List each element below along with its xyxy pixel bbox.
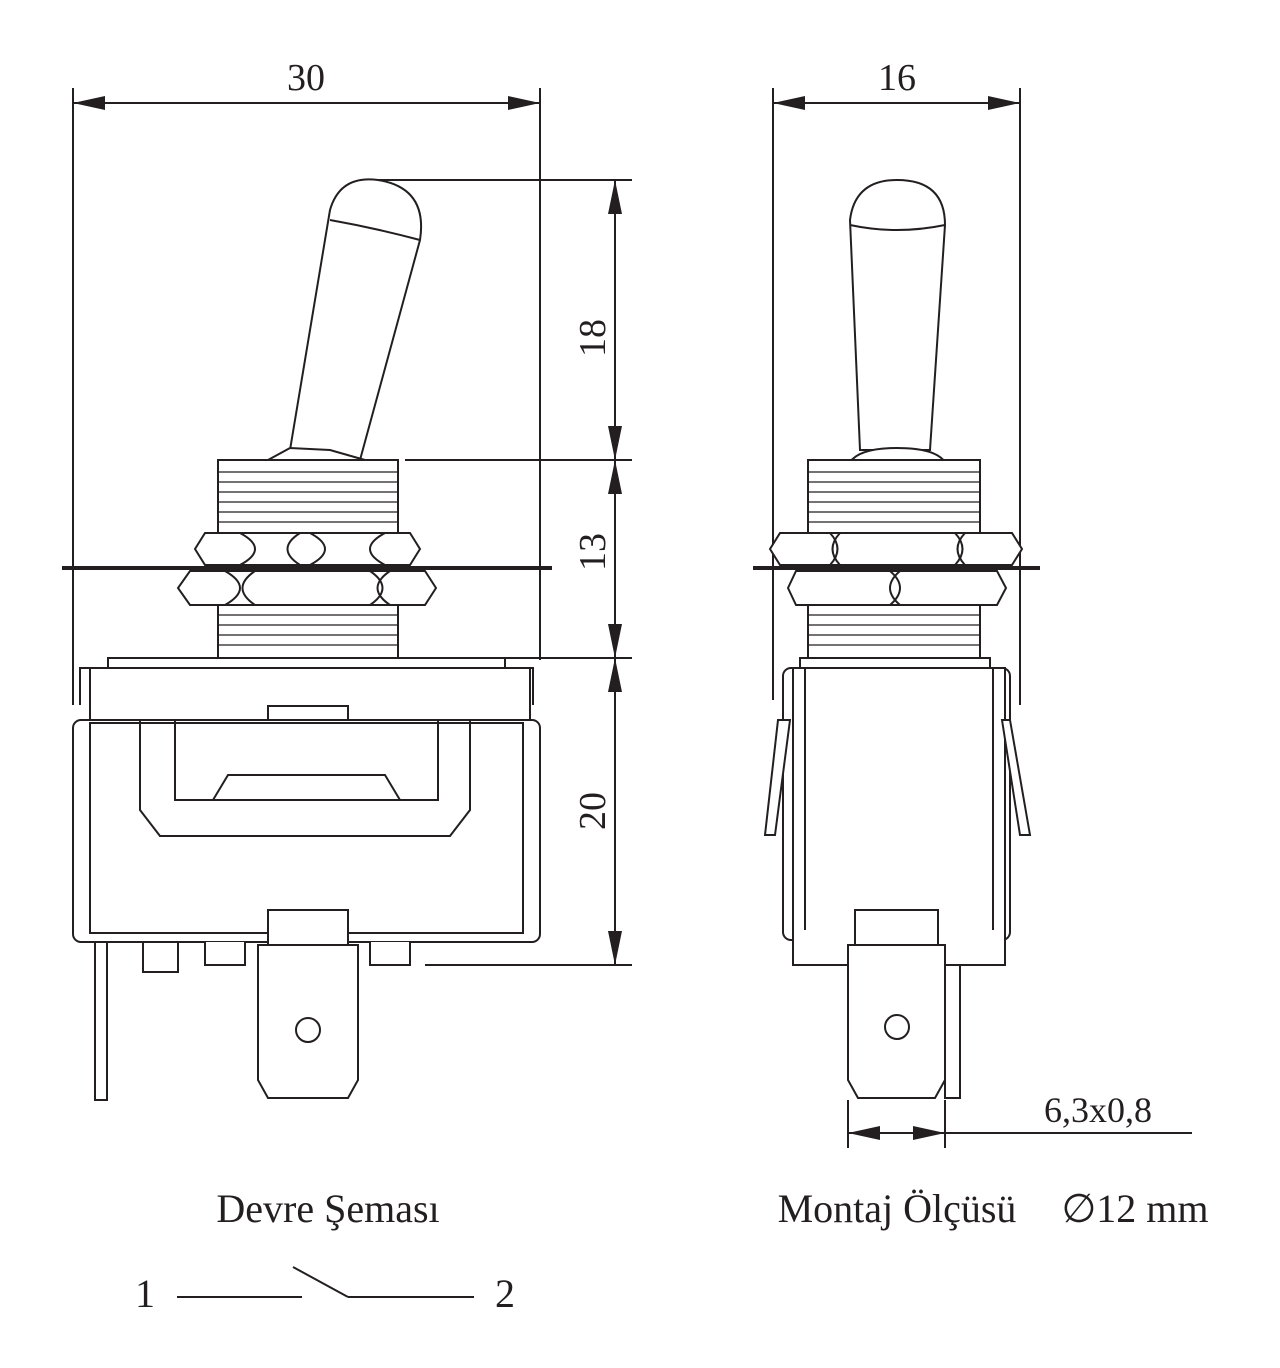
bushing-thread-upper-side (807, 459, 981, 536)
front-view: 30 18 13 20 Devre Şeması (62, 57, 632, 1231)
bushing-thread-upper (217, 459, 399, 536)
lever-dim-label: 18 (572, 319, 614, 357)
switch-body-front (72, 657, 541, 943)
width-dimension-16 (772, 88, 1021, 705)
width-dim-label: 30 (287, 57, 325, 99)
upper-nut-side (768, 532, 1024, 566)
terminal-1-label: 1 (135, 1271, 155, 1316)
width-dimension-30 (72, 88, 541, 705)
bushing-thread-lower (217, 604, 399, 659)
bushing-thread-lower-side (807, 604, 981, 659)
toggle-lever-side (848, 178, 947, 463)
mounting-diameter: ∅12 mm (1061, 1186, 1208, 1231)
terminal-2-label: 2 (495, 1271, 515, 1316)
upper-nut (193, 532, 422, 566)
body-dim-label: 20 (572, 792, 614, 830)
toggle-lever (267, 178, 423, 462)
side-width-dim-label: 16 (878, 57, 916, 99)
terminals-side (847, 909, 961, 1099)
circuit-schematic: 1 2 (135, 1266, 515, 1316)
mounting-caption: Montaj Ölçüsü (778, 1186, 1017, 1231)
terminal-dimension (847, 1100, 1192, 1148)
lower-nut-side (786, 570, 1008, 606)
lower-nut (176, 570, 438, 606)
circuit-diagram-caption: Devre Şeması (216, 1186, 439, 1231)
terminals-front (94, 909, 411, 1101)
terminal-size-label: 6,3x0,8 (1044, 1090, 1152, 1130)
side-view: 16 6,3x0,8 Montaj Ölçüsü ∅12 mm (753, 57, 1209, 1231)
bushing-dim-label: 13 (572, 533, 614, 571)
height-dimensions (375, 179, 632, 966)
